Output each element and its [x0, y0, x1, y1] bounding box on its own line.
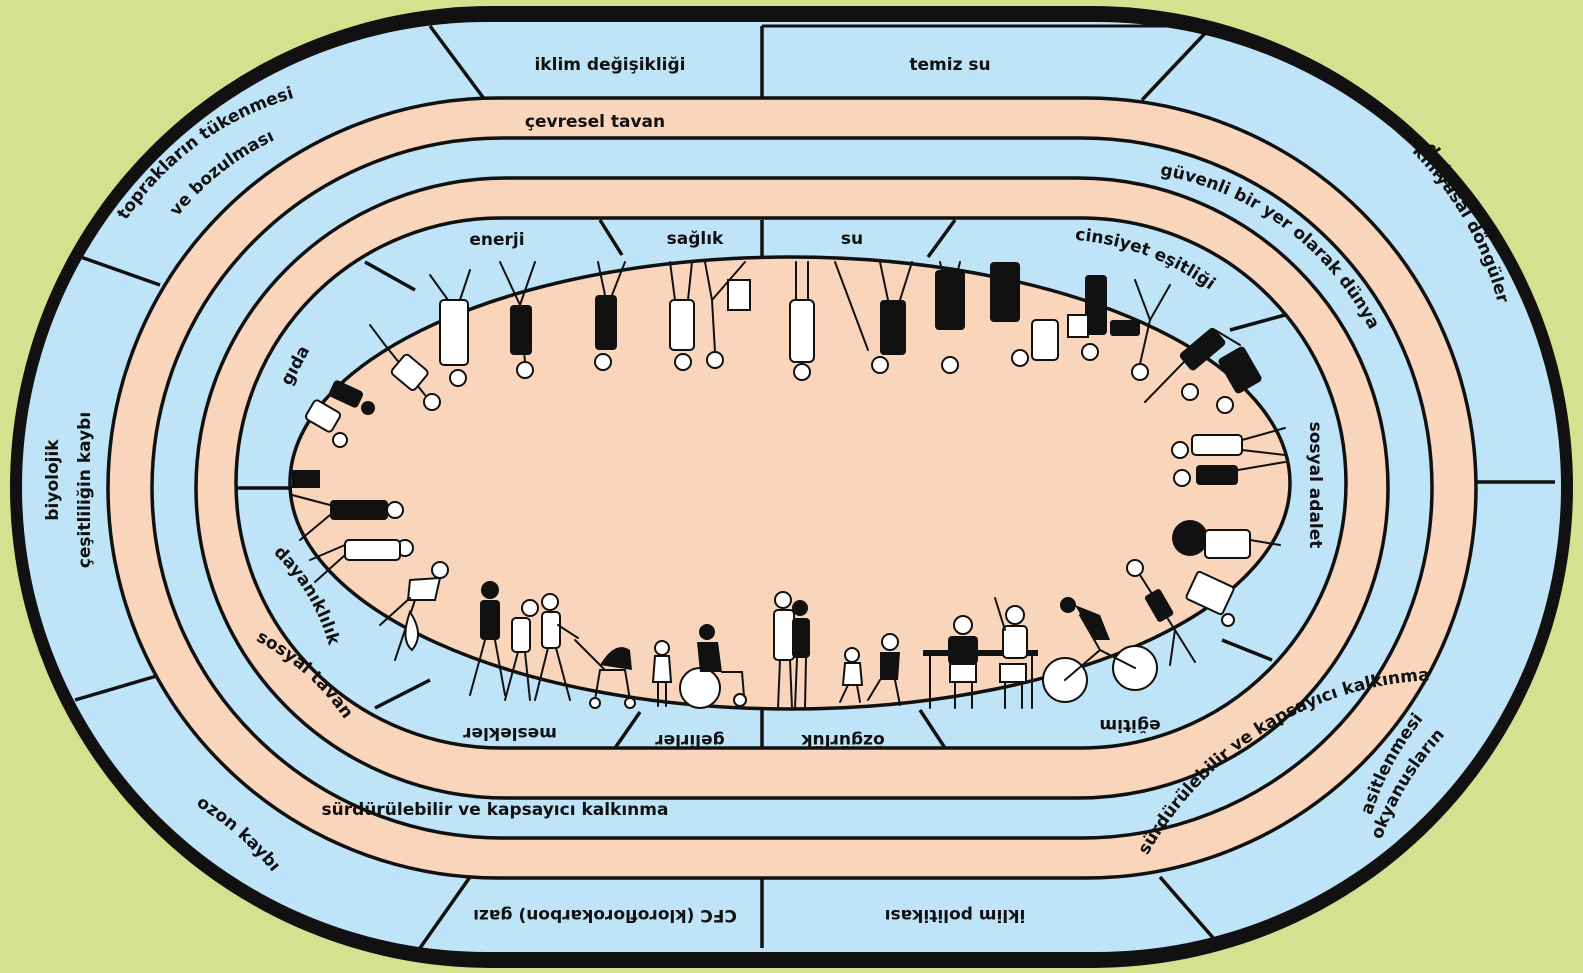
label-income: gelirler — [655, 730, 725, 750]
label-sustainable-bottom: sürdürülebilir ve kapsayıcı kalkınma — [322, 800, 669, 820]
label-climate-change: iklim değişikliği — [534, 55, 685, 75]
label-water: su — [841, 229, 863, 249]
label-cfc: CFC (klorofloro­karbon) gazı — [473, 905, 737, 925]
label-environmental-ceiling: çevresel tavan — [525, 112, 665, 132]
label-jobs: meslekler — [463, 723, 557, 743]
label-social-justice: sosyal adalet — [1305, 422, 1325, 549]
label-education: eğitim — [1099, 715, 1160, 735]
label-energy: enerji — [469, 230, 524, 250]
label-biodiversity-1: biyolojik — [43, 439, 63, 521]
label-clean-water: temiz su — [909, 55, 990, 75]
label-health: sağlık — [667, 229, 724, 249]
label-climate-policy: iklim politikası — [885, 905, 1026, 925]
label-freedom: özgürlük — [801, 730, 885, 750]
label-biodiversity-2: çeşitliliğin kaybı — [75, 412, 95, 568]
